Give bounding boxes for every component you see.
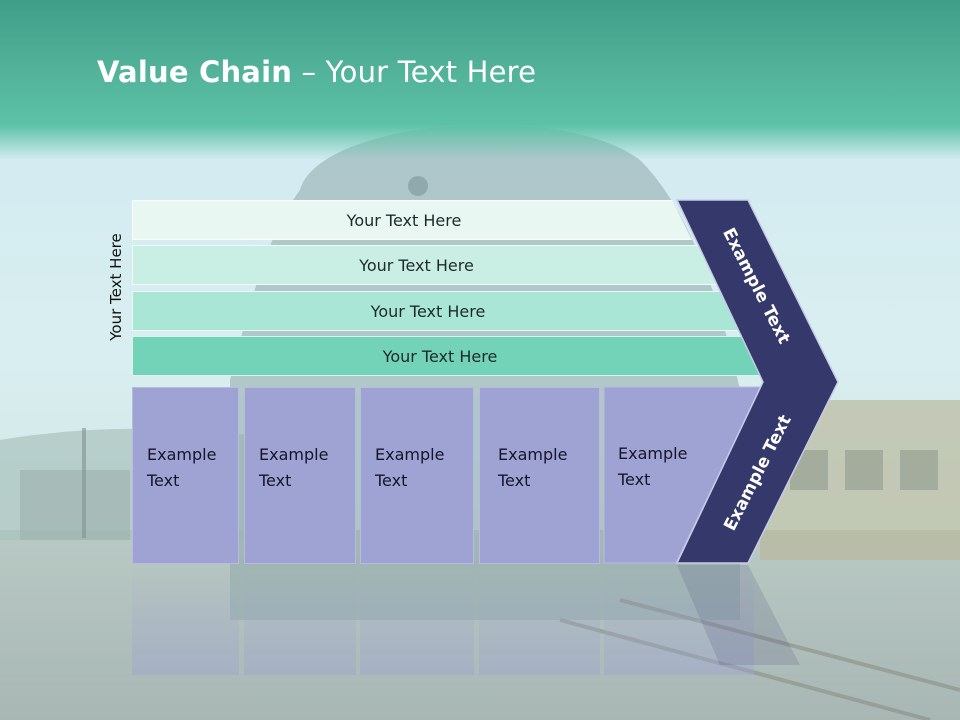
page-title: Value Chain – Your Text Here	[97, 55, 536, 89]
column-text-line1: Example	[498, 445, 568, 464]
column-text-line1: Example	[259, 445, 329, 464]
row-label: Your Text Here	[370, 301, 486, 321]
value-column-4: Example Text	[479, 387, 600, 564]
value-row-1: Your Text Here	[132, 200, 692, 240]
value-row-2: Your Text Here	[132, 245, 717, 285]
row-label: Your Text Here	[382, 346, 498, 366]
column-text-line2: Text	[498, 471, 531, 490]
chevron-reflection	[677, 565, 800, 665]
column-text-line1: Example	[618, 444, 687, 463]
value-column-3: Example Text	[360, 387, 474, 564]
value-column-1: Example Text	[132, 387, 239, 564]
title-rest: – Your Text Here	[292, 55, 537, 89]
column-text-line2: Text	[617, 470, 650, 489]
margin-chevron	[675, 199, 839, 564]
title-bold: Value Chain	[97, 55, 293, 89]
column-text-line2: Text	[375, 471, 408, 490]
column-text-line2: Text	[259, 471, 292, 490]
value-row-3: Your Text Here	[132, 291, 740, 331]
value-column-5	[603, 386, 762, 564]
value-row-4: Your Text Here	[132, 336, 764, 376]
header-band	[0, 0, 960, 160]
column-text-line2: Text	[147, 471, 180, 490]
column-text-line1: Example	[147, 445, 217, 464]
row-label: Your Text Here	[359, 255, 474, 275]
value-column-2: Example Text	[244, 387, 356, 564]
row-label: Your Text Here	[346, 210, 462, 230]
column-text-line1: Example	[375, 445, 445, 464]
